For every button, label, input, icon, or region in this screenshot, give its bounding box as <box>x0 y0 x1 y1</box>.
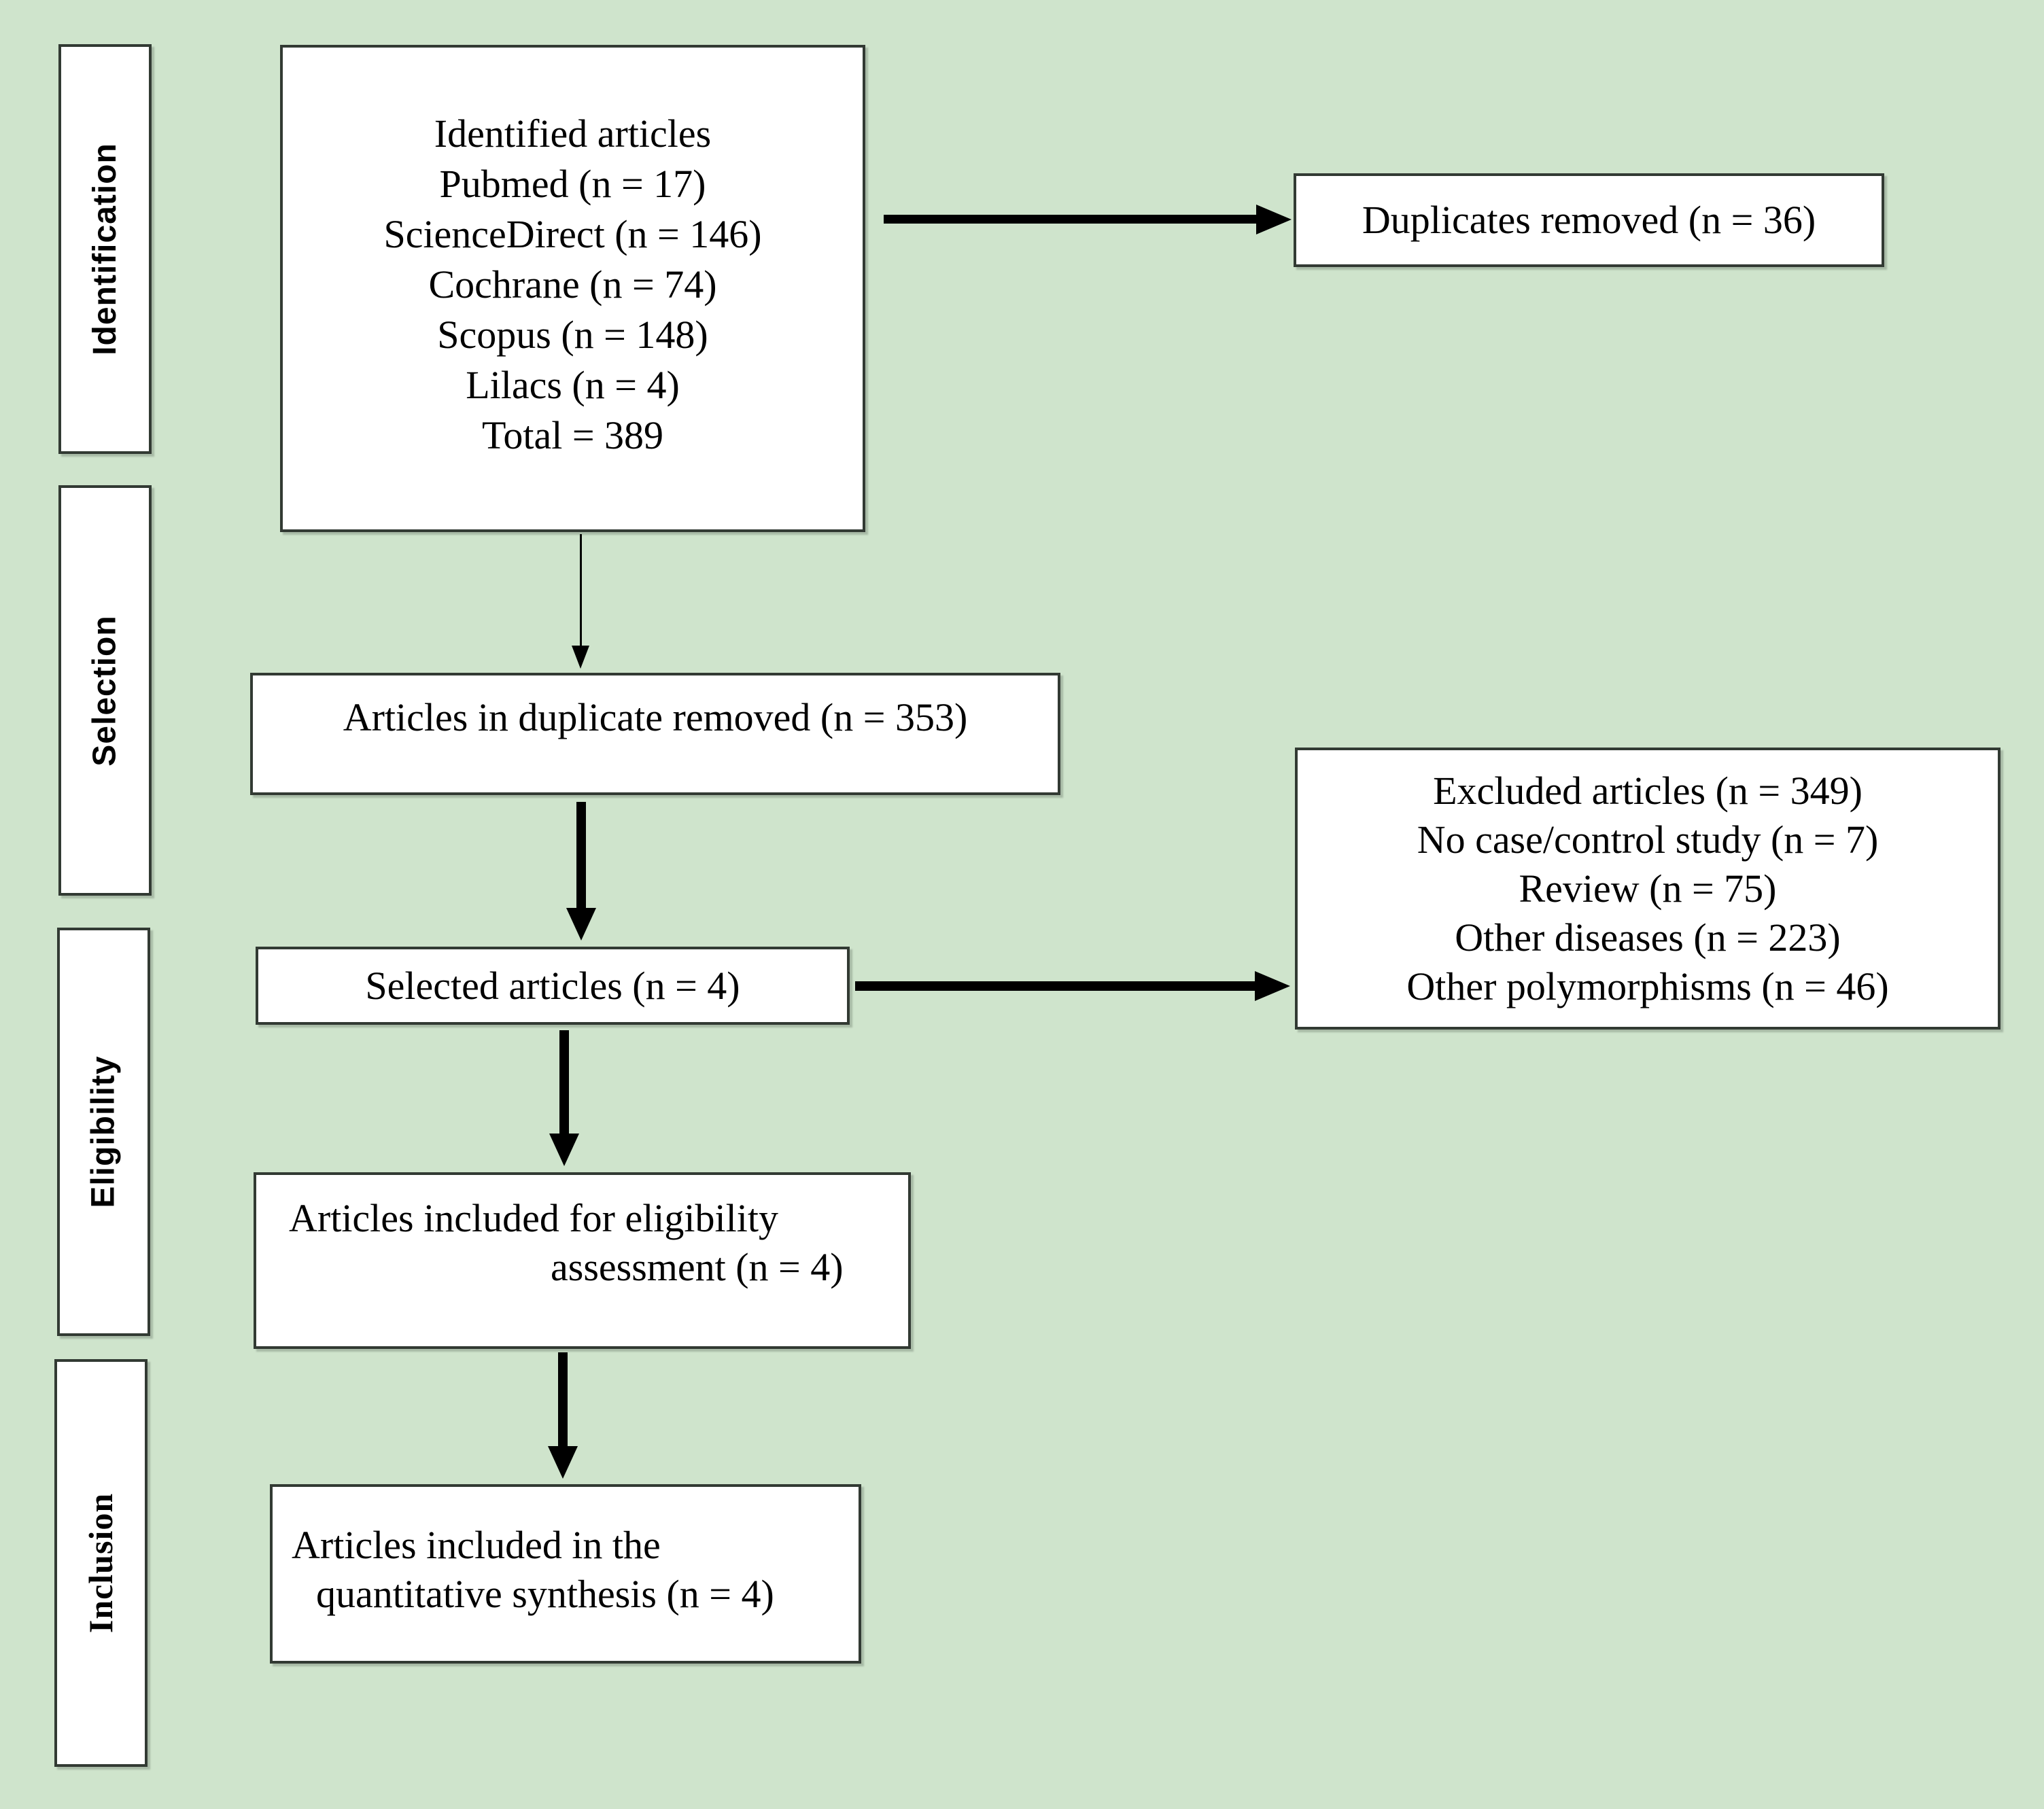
identified-line: Total = 389 <box>481 413 664 457</box>
identified-line: Scopus (n = 148) <box>437 313 708 357</box>
stage-label-text: Inclusion <box>82 1492 120 1634</box>
arrow-shaft <box>558 1352 568 1446</box>
stage-label-selection: Selection <box>58 485 152 896</box>
flow-box-identified-articles: Identified articles Pubmed (n = 17) Scie… <box>280 45 865 532</box>
arrow-shaft <box>580 534 582 646</box>
identified-line: Pubmed (n = 17) <box>439 162 706 206</box>
flow-box-quantitative-synthesis: Articles included in the quantitative sy… <box>270 1484 861 1664</box>
identified-line: Cochrane (n = 74) <box>428 262 717 306</box>
selected-articles-text: Selected articles (n = 4) <box>365 963 740 1008</box>
excluded-line: No case/control study (n = 7) <box>1417 818 1879 862</box>
eligibility-line: Articles included for eligibility <box>289 1196 778 1240</box>
arrow-shaft <box>559 1030 569 1134</box>
arrow-down-icon <box>548 1446 578 1479</box>
inclusion-line: Articles included in the <box>292 1523 661 1567</box>
flow-box-selected-articles: Selected articles (n = 4) <box>256 947 850 1025</box>
flow-box-excluded-articles: Excluded articles (n = 349) No case/cont… <box>1295 748 2000 1030</box>
arrow-shaft <box>855 981 1256 991</box>
arrow-shaft <box>884 215 1258 224</box>
eligibility-line: assessment (n = 4) <box>551 1245 844 1289</box>
inclusion-line: quantitative synthesis (n = 4) <box>316 1572 774 1616</box>
duplicates-removed-text: Duplicates removed (n = 36) <box>1362 198 1816 242</box>
excluded-line: Excluded articles (n = 349) <box>1433 769 1863 813</box>
arrow-right-icon <box>1255 971 1290 1001</box>
in-duplicate-removed-text: Articles in duplicate removed (n = 353) <box>343 695 968 739</box>
identified-line: ScienceDirect (n = 146) <box>383 212 762 256</box>
identified-line: Lilacs (n = 4) <box>466 363 680 407</box>
stage-label-inclusion: Inclusion <box>54 1359 148 1767</box>
flow-box-articles-in-duplicate-removed: Articles in duplicate removed (n = 353) <box>250 673 1060 795</box>
stage-label-eligibility: Eligibility <box>57 928 150 1336</box>
stage-label-identification: Identification <box>58 44 152 454</box>
stage-label-text: Eligibility <box>86 1055 122 1208</box>
arrow-shaft <box>576 802 586 908</box>
stage-label-text: Selection <box>87 614 123 767</box>
flow-box-eligibility-assessment: Articles included for eligibility assess… <box>254 1172 911 1349</box>
arrow-down-icon <box>572 646 589 669</box>
excluded-line: Other polymorphisms (n = 46) <box>1406 964 1889 1008</box>
arrow-down-icon <box>566 908 596 941</box>
identified-line: Identified articles <box>434 111 712 156</box>
flow-box-duplicates-removed: Duplicates removed (n = 36) <box>1294 173 1884 267</box>
excluded-line: Review (n = 75) <box>1519 866 1777 911</box>
excluded-line: Other diseases (n = 223) <box>1455 915 1841 960</box>
arrow-down-icon <box>549 1134 579 1166</box>
arrow-right-icon <box>1256 205 1292 234</box>
stage-label-text: Identification <box>87 143 124 355</box>
